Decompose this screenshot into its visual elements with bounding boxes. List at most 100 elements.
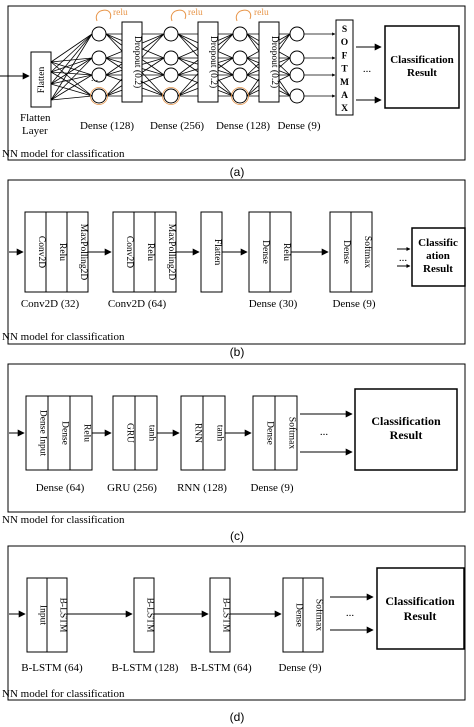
connection-line — [50, 95, 93, 101]
layer-block — [133, 577, 155, 653]
flatten-block — [30, 51, 52, 108]
softmax-letter: M — [340, 78, 349, 88]
connection-line — [50, 71, 93, 97]
dense-label-a-4: Dense (9) — [277, 120, 320, 132]
neuron-circle — [163, 88, 179, 104]
panel-tag-d: (d) — [230, 710, 245, 724]
result-a-line2: Result — [407, 67, 437, 79]
dense-label-a-2: Dense (256) — [150, 120, 204, 132]
result-c-line2: Result — [390, 428, 423, 442]
connection-line — [50, 83, 93, 97]
neuron-circle — [289, 50, 305, 66]
dropout-block-1 — [121, 21, 143, 103]
connection-line — [50, 57, 93, 63]
layer-block-label: Dense Input — [38, 410, 48, 457]
layer-block-label: MaxPolling2D — [78, 224, 88, 281]
relu-loop-1 — [95, 9, 112, 22]
flatten-layer-label-2: Layer — [22, 125, 48, 137]
connection-line — [50, 57, 93, 85]
connection-line — [50, 33, 93, 63]
layer-block-label: MaxPolling2D — [166, 224, 176, 281]
layer-block — [46, 577, 68, 653]
layer-block-label: Dense — [260, 240, 270, 264]
connection-line — [50, 61, 93, 76]
neuron-circle — [91, 26, 107, 42]
relu-label-3: relu — [254, 8, 269, 18]
layer-block-label: Dense — [341, 240, 351, 264]
layer-block-label: B-LSTM — [221, 598, 231, 633]
neurons: ... — [90, 26, 305, 105]
caption-c: NN model for classification — [2, 514, 125, 526]
result-d-line2: Result — [404, 609, 437, 623]
connection-line — [50, 71, 93, 76]
caption-a: NN model for classification — [2, 148, 125, 160]
neuron-circle — [91, 67, 107, 83]
label-c-4: Dense (9) — [250, 482, 293, 494]
layer-block-label: B-LSTM — [145, 598, 155, 633]
neuron-circle — [232, 26, 248, 42]
label-b-3: Dense (30) — [249, 298, 298, 310]
dropout-label-2: Dropout (0.2) — [208, 36, 219, 88]
layer-block-label: RNN — [193, 423, 203, 443]
dropout-label-1: Dropout (0.2) — [132, 36, 143, 88]
neuron-circle — [289, 88, 305, 104]
layer-block-label: Softmax — [362, 236, 373, 268]
label-c-2: GRU (256) — [107, 482, 157, 494]
label-d-4: Dense (9) — [278, 662, 321, 674]
softmax-letter: S — [342, 25, 347, 35]
layer-block-label: Flatten — [212, 239, 222, 266]
connection-line — [50, 57, 93, 73]
classification-result-c — [354, 388, 458, 471]
layer-block — [302, 577, 324, 653]
neuron-circle — [163, 67, 179, 83]
label-b-4: Dense (9) — [332, 298, 375, 310]
label-b-2: Conv2D (64) — [108, 298, 167, 310]
softmax-letter: O — [341, 38, 348, 48]
neuron-circle — [232, 67, 248, 83]
result-b-line3: Result — [423, 263, 453, 275]
layer-block — [209, 577, 231, 653]
dense-label-a-3: Dense (128) — [216, 120, 270, 132]
layer-block — [274, 395, 298, 471]
classification-result-d — [376, 567, 465, 650]
neuron-circle — [289, 67, 305, 83]
ellipsis-c: ... — [320, 426, 329, 438]
ellipsis-a: ... — [363, 63, 372, 75]
connection-line — [50, 33, 93, 101]
classification-result-a — [384, 25, 460, 109]
layer-block-label: Input — [38, 605, 48, 625]
result-d-line1: Classification — [385, 594, 455, 608]
dropout-block-3 — [258, 21, 280, 103]
connection-line — [50, 33, 93, 73]
layer-block-label: Dense — [265, 421, 275, 445]
neuron-circle — [91, 88, 107, 104]
relu-label-2: relu — [188, 8, 203, 18]
layer-block-label: Relu — [145, 243, 155, 261]
relu-marker — [162, 87, 180, 105]
result-a-line1: Classification — [390, 54, 454, 66]
layer-block-label: Dense — [294, 603, 304, 627]
connection-line — [50, 61, 93, 97]
layer-block — [350, 211, 373, 293]
dense-label-a-1: Dense (128) — [80, 120, 134, 132]
label-d-1: B-LSTM (64) — [21, 662, 83, 674]
softmax-letter: T — [341, 65, 348, 75]
panel-d-frame — [7, 545, 466, 701]
result-b-line1: Classific — [418, 237, 458, 249]
label-b-1: Conv2D (32) — [21, 298, 80, 310]
neuron-circle — [232, 88, 248, 104]
flatten-block-label: Flatten — [37, 67, 47, 94]
layer-block-label: tanh — [215, 425, 225, 442]
layer-block-label: Softmax — [287, 417, 298, 449]
relu-loop-2 — [170, 9, 187, 22]
relu-label-1: relu — [113, 8, 128, 18]
panel-tag-a: (a) — [230, 165, 245, 179]
softmax-letter: A — [341, 91, 348, 101]
neuron-circle — [289, 26, 305, 42]
